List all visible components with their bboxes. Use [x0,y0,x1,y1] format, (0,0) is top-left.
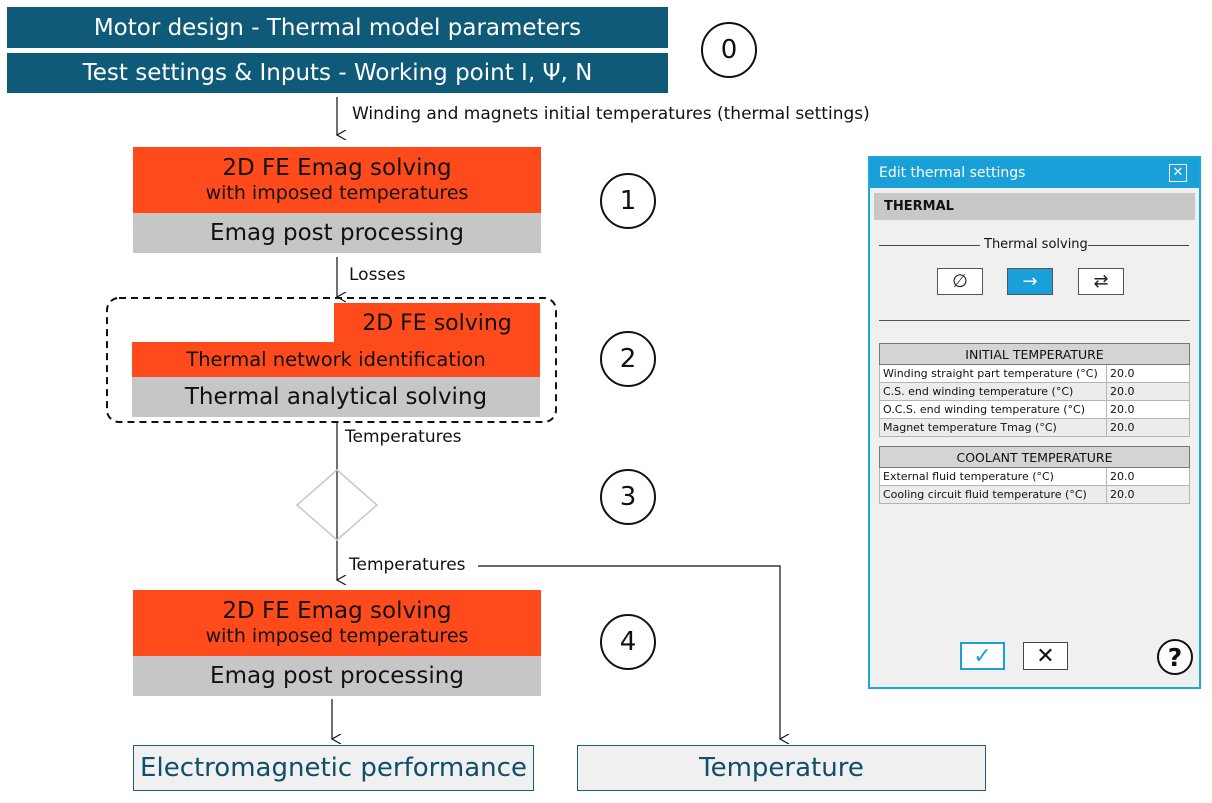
thermal-network-label: Thermal network identification [186,348,486,371]
motor-design-box: Motor design - Thermal model parameters [7,7,668,48]
table-row-label: Magnet temperature Tmag (°C) [879,418,1107,437]
temperatures-label-1: Temperatures [345,427,462,447]
cancel-button[interactable]: ✕ [1023,642,1068,670]
step-0-label: 0 [720,35,738,65]
dialog-divider [879,320,1190,321]
table-row-label: Winding straight part temperature (°C) [879,364,1107,383]
emag-solving-box-1: 2D FE Emag solving with imposed temperat… [133,147,541,213]
swap-arrows-icon: ⇄ [1093,271,1109,292]
test-settings-box: Test settings & Inputs - Working point I… [7,53,668,93]
step-2-circle: 2 [600,331,656,387]
thermal-section-header: THERMAL [874,193,1195,220]
table-row-label: C.S. end winding temperature (°C) [879,382,1107,401]
thermal-solving-coupled-button[interactable]: ⇄ [1078,268,1124,295]
initial-temps-label: Winding and magnets initial temperatures… [352,104,870,124]
step-0-circle: 0 [701,22,757,78]
ok-button[interactable]: ✓ [960,642,1005,670]
emag-solving-title-2: 2D FE Emag solving [222,598,452,624]
cs-end-winding-temp-input[interactable]: 20.0 [1106,382,1190,401]
test-settings-label: Test settings & Inputs - Working point I… [82,60,593,86]
none-icon: ∅ [952,271,968,292]
fe-solving-label: 2D FE solving [362,310,512,336]
initial-temperature-header: INITIAL TEMPERATURE [879,343,1190,365]
emag-post-box-2: Emag post processing [133,656,541,696]
fe-solving-box: 2D FE solving [334,303,540,343]
ocs-end-winding-temp-input[interactable]: 20.0 [1106,400,1190,419]
table-row-label: External fluid temperature (°C) [879,467,1107,486]
thermal-network-box: Thermal network identification [132,342,540,377]
arrow-temperature-output [478,565,780,739]
dialog-title: Edit thermal settings [879,165,1026,181]
step-3-circle: 3 [600,469,656,525]
magnet-temp-input[interactable]: 20.0 [1106,418,1190,437]
temperature-output-label: Temperature [699,753,864,783]
losses-label: Losses [349,265,406,285]
help-icon: ? [1167,642,1183,672]
cancel-icon: ✕ [1036,643,1055,669]
coolant-temperature-header: COOLANT TEMPERATURE [879,446,1190,468]
arrow-right-icon: → [1022,271,1038,292]
convergence-diamond [295,469,379,541]
emag-post-label-1: Emag post processing [210,220,464,246]
coolant-temperature-table: COOLANT TEMPERATURE External fluid tempe… [879,446,1190,504]
thermal-analytical-box: Thermal analytical solving [132,377,540,417]
thermal-solving-none-button[interactable]: ∅ [937,268,983,295]
step-4-label: 4 [619,627,637,657]
cooling-circuit-temp-input[interactable]: 20.0 [1106,485,1190,504]
emag-post-box-1: Emag post processing [133,213,541,253]
emag-solving-box-2: 2D FE Emag solving with imposed temperat… [133,590,541,656]
thermal-section-label: THERMAL [884,199,954,214]
winding-straight-temp-input[interactable]: 20.0 [1106,364,1190,383]
close-icon[interactable]: ✕ [1169,164,1187,182]
step-1-label: 1 [619,186,637,216]
dialog-title-bar: Edit thermal settings [870,158,1199,188]
dashed-thermal-group [106,297,557,423]
edit-thermal-settings-dialog: Edit thermal settings ✕ THERMAL Thermal … [868,156,1201,689]
initial-temperature-table: INITIAL TEMPERATURE Winding straight par… [879,343,1190,437]
step-1-circle: 1 [600,173,656,229]
thermal-analytical-label: Thermal analytical solving [184,384,488,410]
thermal-solving-label: Thermal solving [984,237,1088,252]
thermal-solving-oneway-button[interactable]: → [1007,268,1053,295]
emag-solving-sub-1: with imposed temperatures [205,182,469,204]
help-button[interactable]: ? [1157,639,1193,675]
emag-solving-title-1: 2D FE Emag solving [222,155,452,181]
table-row-label: O.C.S. end winding temperature (°C) [879,400,1107,419]
electromagnetic-performance-label: Electromagnetic performance [140,753,527,783]
external-fluid-temp-input[interactable]: 20.0 [1106,467,1190,486]
step-3-label: 3 [619,482,637,512]
temperatures-label-2: Temperatures [349,555,466,575]
step-4-circle: 4 [600,614,656,670]
divider-left [879,245,980,246]
motor-design-label: Motor design - Thermal model parameters [93,14,582,41]
table-row-label: Cooling circuit fluid temperature (°C) [879,485,1107,504]
step-2-label: 2 [619,344,637,374]
divider-right [1088,245,1189,246]
emag-solving-sub-2: with imposed temperatures [205,625,469,647]
electromagnetic-performance-output: Electromagnetic performance [133,745,534,791]
check-icon: ✓ [973,643,992,669]
temperature-output: Temperature [577,745,986,791]
emag-post-label-2: Emag post processing [210,663,464,689]
